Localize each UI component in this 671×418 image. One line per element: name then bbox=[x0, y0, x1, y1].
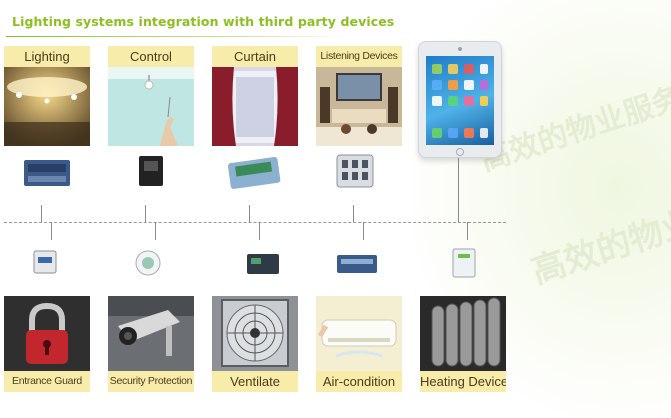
control-photo bbox=[108, 67, 194, 146]
ventilate-photo bbox=[212, 296, 298, 371]
bus-connector bbox=[249, 205, 250, 222]
listening-devices-photo bbox=[316, 67, 402, 146]
hvac-module-icon bbox=[336, 252, 378, 280]
relay-module-icon bbox=[246, 252, 280, 280]
card-ventilate: Ventilate bbox=[212, 296, 298, 392]
bus-line bbox=[4, 222, 506, 223]
title-underline bbox=[6, 36, 346, 37]
card-label: Ventilate bbox=[212, 371, 298, 392]
tablet-screen bbox=[426, 56, 494, 145]
tablet-device bbox=[418, 41, 502, 158]
entrance-guard-photo bbox=[4, 296, 90, 371]
card-air-condition: Air-condition bbox=[316, 296, 402, 392]
card-label: Air-condition bbox=[316, 371, 402, 392]
card-control: Control bbox=[108, 46, 194, 146]
card-listening-devices: Listening Devices bbox=[316, 46, 402, 146]
bus-connector bbox=[41, 205, 42, 222]
card-label: Security Protection bbox=[108, 371, 194, 392]
bus-connector bbox=[145, 205, 146, 222]
gateway-module-icon bbox=[450, 246, 478, 284]
dimmer-module-icon bbox=[22, 156, 72, 194]
card-label: Listening Devices bbox=[316, 46, 402, 67]
curtain-photo bbox=[212, 67, 298, 146]
lighting-photo bbox=[4, 67, 90, 146]
curtain-controller-icon bbox=[226, 152, 284, 196]
bus-connector bbox=[259, 222, 260, 240]
card-label: Lighting bbox=[4, 46, 90, 67]
card-security-protection: Security Protection bbox=[108, 296, 194, 392]
control-panel-icon bbox=[138, 155, 164, 191]
tablet-camera-icon bbox=[458, 47, 462, 51]
security-camera-photo bbox=[108, 296, 194, 371]
din-module-icon bbox=[30, 247, 60, 281]
heating-device-photo bbox=[420, 296, 506, 371]
card-entrance-guard: Entrance Guard bbox=[4, 296, 90, 392]
air-condition-photo bbox=[316, 296, 402, 371]
card-label: Control bbox=[108, 46, 194, 67]
page-title: Lighting systems integration with third … bbox=[12, 14, 395, 29]
bus-connector bbox=[467, 222, 468, 240]
bus-connector bbox=[363, 222, 364, 240]
bus-connector bbox=[353, 205, 354, 222]
card-label: Heating Device bbox=[420, 371, 506, 392]
audio-keypad-icon bbox=[336, 154, 374, 192]
card-label: Entrance Guard bbox=[4, 371, 90, 392]
card-curtain: Curtain bbox=[212, 46, 298, 146]
card-heating-device: Heating Device bbox=[420, 296, 506, 392]
card-label: Curtain bbox=[212, 46, 298, 67]
bus-connector bbox=[458, 158, 459, 222]
sensor-icon bbox=[134, 248, 162, 282]
bus-connector bbox=[155, 222, 156, 240]
card-lighting: Lighting bbox=[4, 46, 90, 146]
bus-connector bbox=[51, 222, 52, 240]
tablet-home-button-icon bbox=[456, 148, 464, 156]
